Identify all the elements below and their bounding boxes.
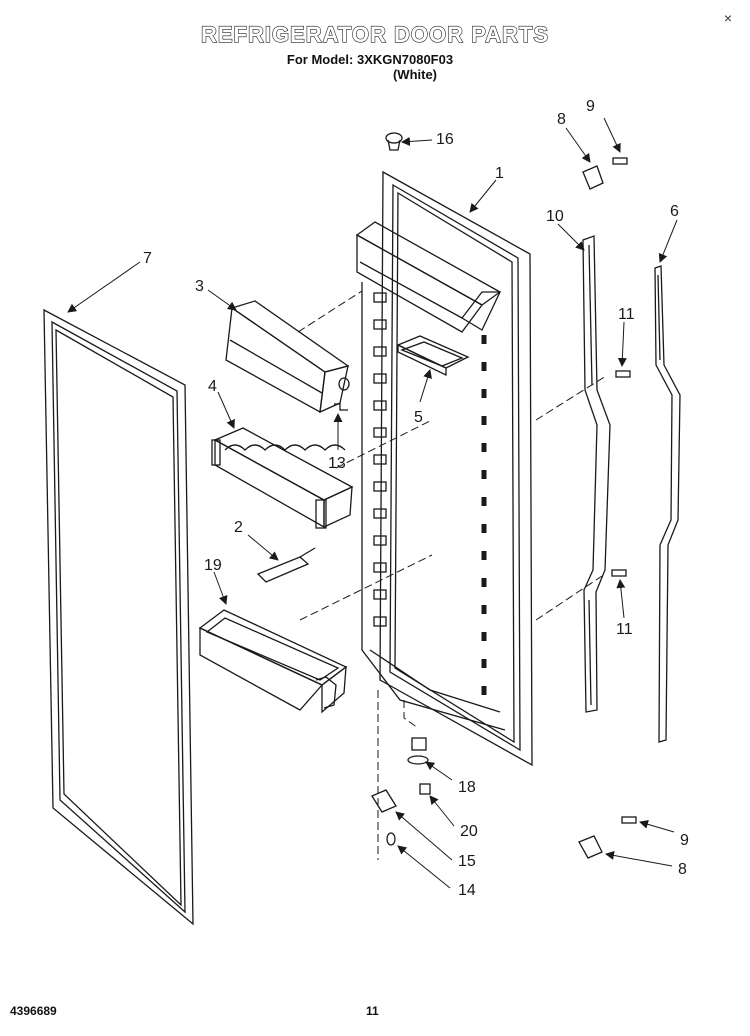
door-bin-part [198, 609, 348, 714]
callout-18: 18 [458, 779, 476, 796]
callout-6: 6 [670, 203, 679, 220]
assembly-lines [297, 290, 607, 860]
model-line: For Model: 3XKGN7080F03 [286, 52, 454, 67]
hinge-cover-bottom-part [578, 816, 637, 859]
callout-20: 20 [460, 823, 478, 840]
callout-3: 3 [195, 278, 204, 295]
callout-8b: 8 [678, 861, 687, 878]
callout-9b: 9 [680, 832, 689, 849]
callout-10: 10 [546, 208, 564, 225]
callout-9: 9 [586, 98, 595, 115]
door-liner-part [355, 170, 533, 767]
handle-screw-part [611, 370, 631, 577]
callout-14: 14 [458, 882, 476, 899]
door-rib-set [373, 292, 487, 700]
dairy-bin-part [396, 335, 470, 377]
callout-11: 11 [618, 306, 635, 323]
leader-arrows [67, 117, 678, 889]
callout-labels: 16 1 8 9 10 6 7 3 11 4 5 13 2 19 11 18 2… [143, 98, 689, 899]
egg-tray-part [211, 427, 354, 529]
door-gasket-part [43, 308, 194, 926]
close-icon[interactable]: × [723, 10, 732, 26]
door-plug-part [385, 132, 403, 151]
bottom-hinge-part [371, 737, 431, 846]
callout-1: 1 [495, 165, 504, 182]
callout-2: 2 [234, 519, 243, 536]
handle-trim-part [654, 265, 681, 743]
callout-19: 19 [204, 557, 222, 574]
diagram-title: REFRIGERATOR DOOR PARTS [200, 21, 550, 47]
color-variant: (White) [392, 67, 438, 82]
bin-clip-part [256, 547, 316, 583]
hinge-cover-top-part [582, 157, 628, 190]
shelf-cover-part [225, 300, 350, 414]
callout-5: 5 [414, 409, 423, 426]
callout-4: 4 [208, 378, 217, 395]
page-number: 11 [366, 1004, 379, 1018]
callout-8: 8 [557, 111, 566, 128]
callout-15: 15 [458, 853, 476, 870]
callout-16: 16 [436, 131, 454, 148]
part-number: 4396689 [10, 1004, 57, 1018]
handle-mount-part [582, 235, 611, 713]
callout-11b: 11 [616, 621, 633, 638]
model-subtitle: For Model: 3XKGN7080F03 (White) [0, 52, 740, 82]
callout-13: 13 [328, 455, 346, 472]
shelf-clip-part [334, 403, 348, 411]
callout-7: 7 [143, 250, 152, 267]
